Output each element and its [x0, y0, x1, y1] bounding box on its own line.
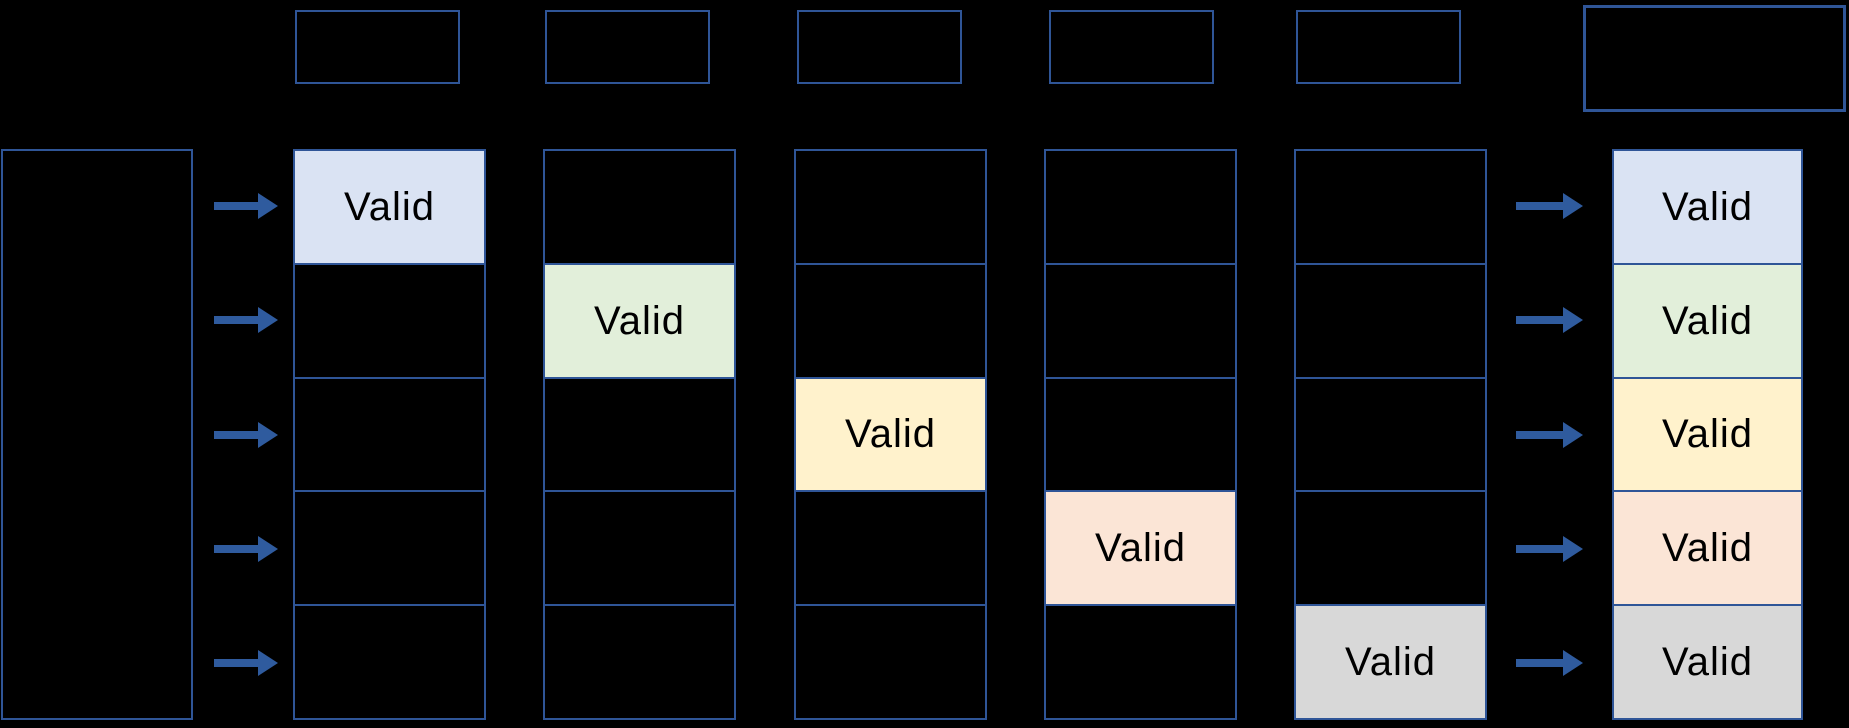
- cell-empty: [1296, 262, 1485, 377]
- grid-column-1: Valid: [293, 149, 486, 720]
- grid-column-2: Valid: [543, 149, 736, 720]
- cell-empty: [796, 151, 985, 263]
- cell-empty: [1296, 151, 1485, 263]
- cell-empty: [545, 151, 734, 263]
- header-box-2: [545, 10, 710, 84]
- valid-label: Valid: [1662, 412, 1753, 457]
- right-arrow-row-4-icon: [1516, 536, 1583, 562]
- cell-valid: Valid: [1614, 262, 1801, 377]
- cell-empty: [1046, 262, 1235, 377]
- cell-empty: [796, 604, 985, 718]
- grid-column-5: Valid: [1294, 149, 1487, 720]
- cell-empty: [796, 262, 985, 377]
- cell-valid: Valid: [1296, 604, 1485, 718]
- cell-empty: [1046, 604, 1235, 718]
- cell-empty: [545, 490, 734, 604]
- cell-empty: [295, 604, 484, 718]
- valid-label: Valid: [344, 184, 435, 229]
- cell-empty: [295, 490, 484, 604]
- cell-valid: Valid: [1614, 376, 1801, 491]
- cell-valid: Valid: [1614, 604, 1801, 718]
- valid-label: Valid: [1662, 526, 1753, 571]
- cell-valid: Valid: [1614, 490, 1801, 605]
- left-arrow-row-3-icon: [214, 422, 278, 448]
- cell-empty: [1046, 151, 1235, 263]
- grid-column-4: Valid: [1044, 149, 1237, 720]
- grid-column-3: Valid: [794, 149, 987, 720]
- valid-label: Valid: [845, 412, 936, 457]
- cell-valid: Valid: [545, 262, 734, 377]
- right-arrow-row-1-icon: [1516, 193, 1583, 219]
- cell-valid: Valid: [1614, 151, 1801, 263]
- valid-label: Valid: [1662, 298, 1753, 343]
- valid-label: Valid: [1662, 184, 1753, 229]
- cell-empty: [545, 604, 734, 718]
- cell-empty: [1046, 376, 1235, 491]
- right-arrow-row-3-icon: [1516, 422, 1583, 448]
- left-arrow-row-5-icon: [214, 650, 278, 676]
- input-box: [1, 149, 193, 720]
- cell-empty: [295, 262, 484, 377]
- cell-empty: [1296, 490, 1485, 604]
- header-box-1: [295, 10, 460, 84]
- cell-empty: [796, 490, 985, 604]
- right-arrow-row-2-icon: [1516, 307, 1583, 333]
- left-arrow-row-4-icon: [214, 536, 278, 562]
- cell-valid: Valid: [1046, 490, 1235, 605]
- right-arrow-row-5-icon: [1516, 650, 1583, 676]
- cell-empty: [545, 376, 734, 491]
- header-box-4: [1049, 10, 1214, 84]
- cell-empty: [295, 376, 484, 491]
- result-column: Valid Valid Valid Valid Valid: [1612, 149, 1803, 720]
- valid-label: Valid: [1662, 640, 1753, 685]
- cell-empty: [1296, 376, 1485, 491]
- cell-valid: Valid: [796, 376, 985, 491]
- left-arrow-row-1-icon: [214, 193, 278, 219]
- valid-label: Valid: [1095, 526, 1186, 571]
- header-box-3: [797, 10, 962, 84]
- header-box-5: [1296, 10, 1461, 84]
- cell-valid: Valid: [295, 151, 484, 263]
- valid-label: Valid: [594, 298, 685, 343]
- left-arrow-row-2-icon: [214, 307, 278, 333]
- header-box-wide: [1583, 5, 1846, 112]
- valid-label: Valid: [1345, 640, 1436, 685]
